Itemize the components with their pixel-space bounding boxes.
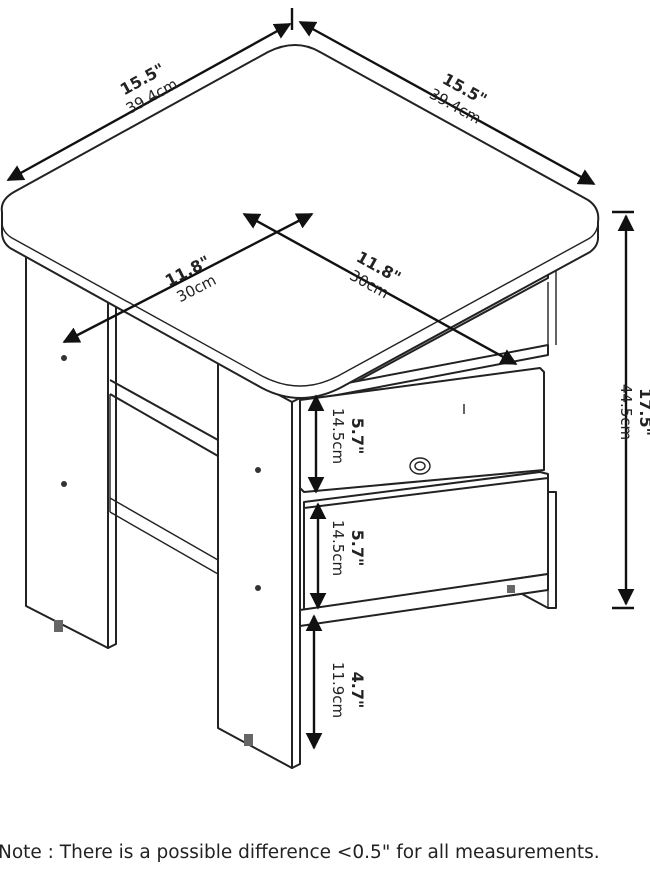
- drawer-pull-icon: [409, 457, 431, 475]
- label-drawer-lower-cm: 14.5cm: [329, 520, 347, 576]
- label-drawer-lower-inch: 5.7": [348, 530, 367, 567]
- label-drawer-upper-inch: 5.7": [348, 418, 367, 455]
- left-side-panel: [25, 249, 117, 649]
- rear-rails: [109, 379, 219, 575]
- front-foot: [244, 734, 253, 746]
- label-clearance-cm: 11.9cm: [329, 662, 347, 718]
- dimension-lines: [6, 8, 635, 750]
- upper-drawer-front: [299, 367, 545, 493]
- label-drawer-upper-cm: 14.5cm: [329, 408, 347, 464]
- left-foot: [54, 620, 63, 632]
- label-height-inch: 17.5": [636, 388, 650, 436]
- back-foot: [507, 585, 515, 593]
- front-left-leg: [217, 361, 301, 769]
- dim-line-top-left: [6, 22, 292, 182]
- left-panel-screw-upper: [61, 355, 67, 361]
- dim-line-inner-right: [242, 212, 518, 366]
- left-panel-screw-lower: [61, 481, 67, 487]
- front-leg-screw-lower: [255, 585, 261, 591]
- label-clearance-inch: 4.7": [348, 672, 367, 709]
- dim-line-top-right: [298, 20, 596, 186]
- measurement-note: Note : There is a possible difference <0…: [0, 842, 600, 863]
- label-height-cm: 44.5cm: [617, 384, 635, 440]
- front-leg-screw-upper: [255, 467, 261, 473]
